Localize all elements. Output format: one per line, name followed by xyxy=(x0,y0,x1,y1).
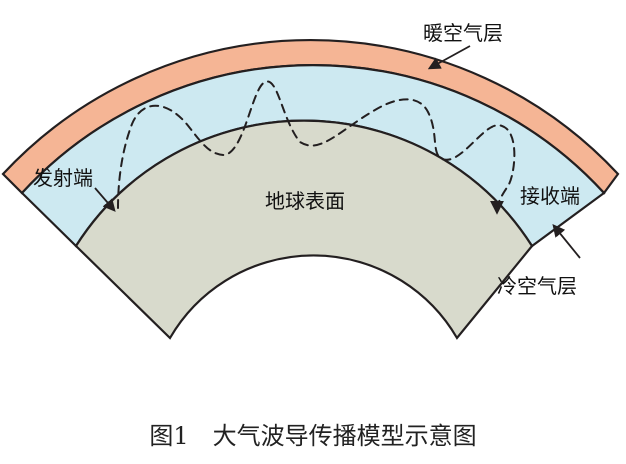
receiver-label: 接收端 xyxy=(520,184,580,208)
cold-layer-label: 冷空气层 xyxy=(497,274,577,298)
wave-propagation-path xyxy=(117,80,516,215)
transmitter-label: 发射端 xyxy=(33,166,93,190)
earth-surface-label: 地球表面 xyxy=(265,189,345,213)
warm-layer-label: 暖空气层 xyxy=(423,21,503,45)
cold-layer-arrow xyxy=(552,224,581,259)
figure-caption: 图1 大气波导传播模型示意图 xyxy=(149,422,476,450)
warm-layer-arrow xyxy=(427,45,471,70)
transmitter-arrow xyxy=(94,187,116,212)
